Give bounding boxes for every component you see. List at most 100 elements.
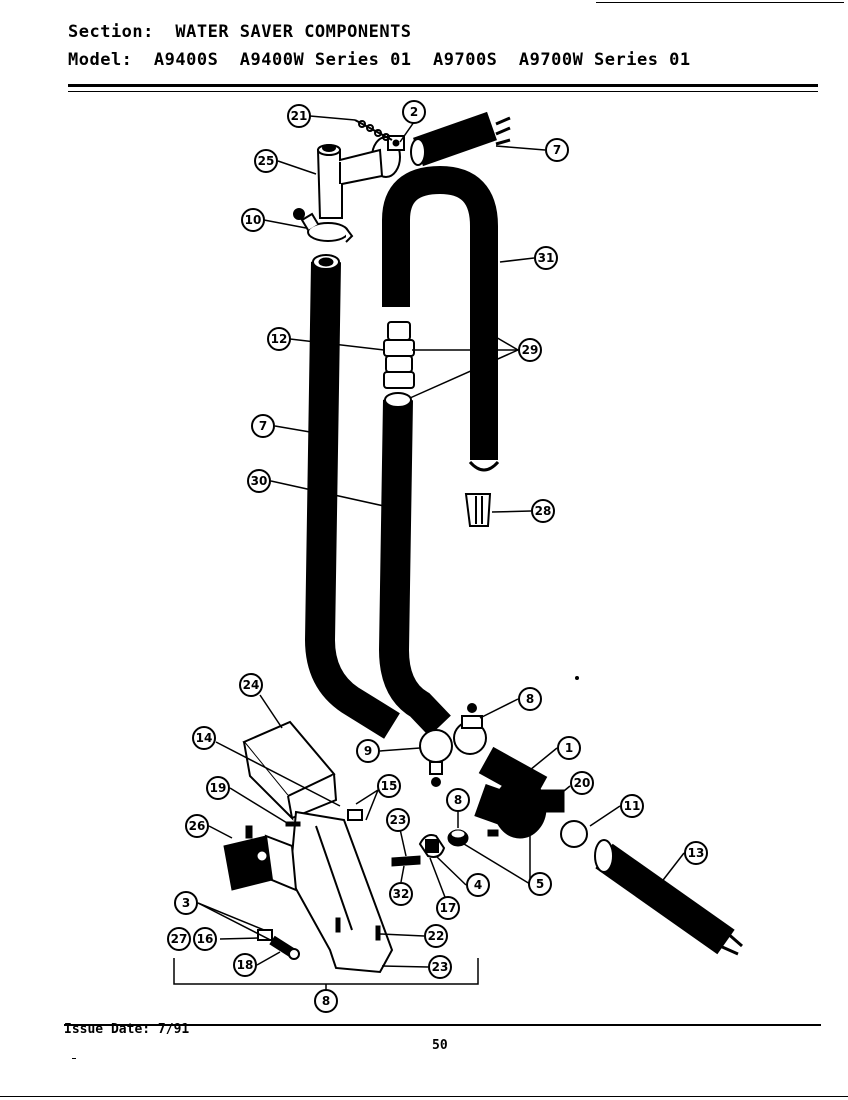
callout-27-label: 27 [171, 932, 188, 946]
issue-date: Issue Date: 7/91 [64, 1022, 190, 1037]
callout-31-label: 31 [538, 251, 555, 265]
callout-9-circle [356, 739, 380, 763]
callout-24-label: 24 [243, 678, 260, 692]
callout-15-label: 15 [381, 779, 398, 793]
callout-10-label: 10 [245, 213, 262, 227]
callout-23-bottom-label: 23 [432, 960, 449, 974]
callout-23-bottom-circle [428, 955, 452, 979]
callout-16-circle [193, 927, 217, 951]
callout-31-circle [534, 246, 558, 270]
callout-24-circle [239, 673, 263, 697]
callout-12-label: 12 [271, 332, 288, 346]
section-title: WATER SAVER COMPONENTS [175, 22, 412, 42]
callout-7-top-circle [545, 138, 569, 162]
water-saver-pump [474, 746, 588, 848]
callout-1-label: 1 [565, 741, 573, 755]
callout-29-circle [518, 338, 542, 362]
callout-27-circle [167, 927, 191, 951]
callout-3-circle [174, 891, 198, 915]
callout-9-label: 9 [364, 744, 372, 758]
hose-end-fitting [464, 493, 492, 527]
callout-25-label: 25 [258, 154, 275, 168]
outlet-hose-13 [594, 839, 743, 956]
callout-26-circle [185, 814, 209, 838]
callout-15-circle [377, 774, 401, 798]
callout-19-circle [206, 776, 230, 800]
bottom-edge-rule [0, 1096, 848, 1097]
hose-clamps-9-8 [419, 703, 487, 787]
callout-29-label: 29 [522, 343, 539, 357]
siphon-break-tee [316, 144, 384, 219]
screws [285, 821, 381, 941]
callout-30-circle [247, 469, 271, 493]
callout-4-label: 4 [474, 878, 482, 892]
solenoid-cover [242, 720, 338, 821]
model-heading: Model: A9400S A9400W Series 01 A9700S A9… [68, 50, 691, 70]
header-rule-thick [68, 84, 818, 87]
callout-17-label: 17 [440, 901, 457, 915]
callout-circles [167, 100, 708, 1013]
callout-28-label: 28 [535, 504, 552, 518]
callout-19-label: 19 [210, 781, 227, 795]
callout-13-label: 13 [688, 846, 705, 860]
header-rule-thin [68, 91, 818, 92]
callout-21-circle [287, 104, 311, 128]
callout-4-circle [466, 873, 490, 897]
section-label: Section: [68, 22, 154, 42]
stray-mark [575, 676, 579, 680]
clamp-10 [293, 208, 354, 243]
left-long-hose [304, 254, 400, 739]
callout-5-circle [528, 872, 552, 896]
callout-10-circle [241, 208, 265, 232]
callout-23-top-circle [386, 808, 410, 832]
callout-8-mid-label: 8 [454, 793, 462, 807]
callout-20-label: 20 [574, 776, 591, 790]
callout-7-mid-circle [251, 414, 275, 438]
callout-30-label: 30 [251, 474, 268, 488]
page-number: 50 [432, 1038, 448, 1053]
callout-25-circle [254, 149, 278, 173]
callout-7-top-label: 7 [553, 143, 561, 157]
clip-32 [391, 855, 421, 867]
callout-5-label: 5 [536, 877, 544, 891]
callout-14-label: 14 [196, 731, 213, 745]
corner-mark [596, 2, 844, 3]
callout-18-label: 18 [237, 958, 254, 972]
callout-28-circle [531, 499, 555, 523]
callout-23-top-label: 23 [390, 813, 407, 827]
callout-16-label: 16 [197, 932, 214, 946]
callout-2-circle [402, 100, 426, 124]
callout-8-top-label: 8 [526, 692, 534, 706]
callout-14-circle [192, 726, 216, 750]
callout-3-label: 3 [182, 896, 190, 910]
callout-8-mid-circle [446, 788, 470, 812]
callout-12-circle [267, 327, 291, 351]
pump-cap-17 [418, 834, 446, 858]
callout-22-label: 22 [428, 929, 445, 943]
model-label: Model: [68, 50, 133, 70]
solenoid-valve [223, 825, 298, 892]
model-list: A9400S A9400W Series 01 A9700S A9700W Se… [153, 50, 691, 70]
u-shaped-hose [382, 165, 500, 472]
callout-17-circle [436, 896, 460, 920]
tiny-dash [72, 1058, 76, 1059]
middle-long-hose [378, 392, 451, 737]
callout-2-label: 2 [410, 105, 418, 119]
callout-6-label: 8 [322, 994, 330, 1008]
callout-20-circle [570, 771, 594, 795]
callout-11-circle [620, 794, 644, 818]
upper-drain-hose [410, 111, 511, 167]
callout-11-label: 11 [624, 799, 641, 813]
footer-rule [64, 1024, 821, 1026]
chain [354, 119, 393, 141]
callout-32-label: 32 [393, 887, 410, 901]
support-bracket [288, 809, 394, 974]
hose-connector [383, 321, 415, 389]
callout-6-circle [314, 989, 338, 1013]
callout-13-circle [684, 841, 708, 865]
callout-32-circle [389, 882, 413, 906]
grommet [447, 829, 469, 847]
section-heading: Section: WATER SAVER COMPONENTS [68, 22, 412, 42]
callout-21-label: 21 [291, 109, 308, 123]
